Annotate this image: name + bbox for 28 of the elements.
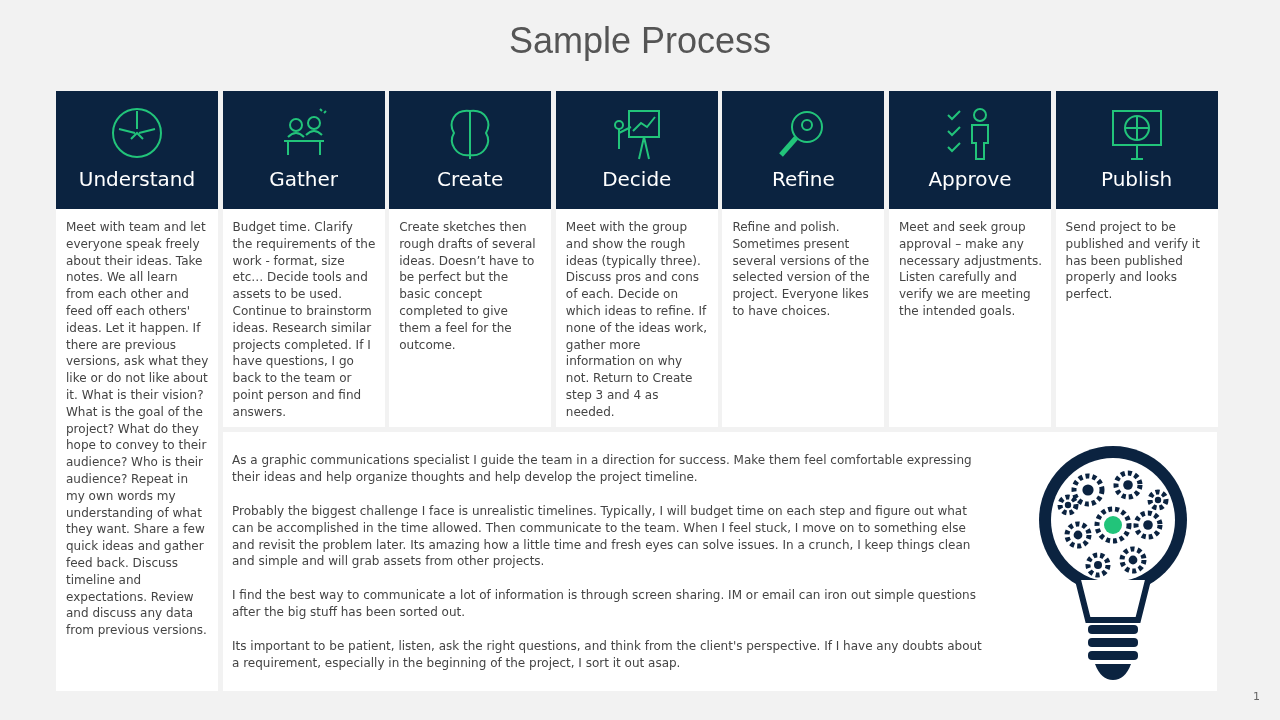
- slide-title: Sample Process: [507, 20, 773, 62]
- paragraph: I find the best way to communicate a lot of information is through screen sharing. IM or email can iron out simple questions after the big stuff has been sorted out.: [232, 587, 977, 621]
- step-description: Create sketches then rough drafts of several ideas. Doesn’t have to be perfect but the basic concept completed to give them a feel for the outcome.: [398, 219, 537, 354]
- step-description: Meet and seek group approval – make any necessary adjustments. Listen carefully and verify we are meeting the intended goals.: [898, 219, 1043, 320]
- step-column: [56, 91, 218, 691]
- step-title: Publish: [1099, 167, 1174, 191]
- step-description: Budget time. Clarify the requirements of the work - format, size etc… Decide tools and assets to be used. Continue to brainstorm ideas. Research similar projects completed. If I have questions, I go back to the team or point person and find answers.: [231, 219, 377, 421]
- step-title: Create: [435, 167, 505, 191]
- paragraph: As a graphic communications specialist I guide the team in a direction for success. Make them feel comfortable expressing their ideas and help organize thoughts and help develop the project timeline.: [232, 452, 973, 486]
- step-column: [389, 91, 552, 427]
- notes-panel: [223, 432, 1217, 691]
- step-column: [722, 91, 885, 427]
- step-description: Meet with team and let everyone speak freely about their ideas. Take notes. We all learn from each other and feed off each others' ideas. Let it happen. If there are previous versions, ask what they like or do not like about it. What is their vision? What is the goal of the project? What do they hope to convey to their audience? Who is their audience? Repeat in my own words my understanding of what they want. Share a few quick ideas and gather feed back. Discuss timeline and expectations. Review and discuss any data from previous versions.: [65, 219, 210, 639]
- step-column: [1055, 91, 1218, 427]
- step-column: [889, 91, 1051, 427]
- step-description: Refine and polish. Sometimes present several versions of the selected version of the project. Everyone likes to have choices.: [731, 219, 871, 320]
- step-title: Understand: [77, 167, 197, 191]
- step-column: [555, 91, 718, 427]
- step-description: Send project to be published and verify it has been published properly and looks perfect.: [1064, 219, 1201, 303]
- step-title: Approve: [927, 167, 1013, 191]
- step-column: [222, 91, 385, 427]
- paragraph: Probably the biggest challenge I face is unrealistic timelines. Typically, I will budget time on each step and figure out what can be accomplished in the time allowed. Then communicate to the team. When I feel stuck, I move on to something else and revisit the problem later. Its amazing how a little time and fresh eyes can solve issues. In a crunch, I keep things clean and simple and will grab assets from other projects.: [232, 503, 972, 571]
- step-title: Decide: [601, 167, 673, 191]
- paragraph: Its important to be patient, listen, ask the right questions, and think from the client's perspective. If I have any doubts about a requirement, especially in the beginning of the project, I sort it out asap.: [232, 638, 983, 672]
- page-number: 1: [1253, 690, 1260, 703]
- step-title: Refine: [770, 167, 836, 191]
- step-description: Meet with the group and show the rough ideas (typically three). Discuss pros and cons of each. Decide on which ideas to refine. If none of the ideas work, gather more information on why not. Return to Create step 3 and 4 as needed.: [564, 219, 709, 421]
- step-title: Gather: [268, 167, 339, 191]
